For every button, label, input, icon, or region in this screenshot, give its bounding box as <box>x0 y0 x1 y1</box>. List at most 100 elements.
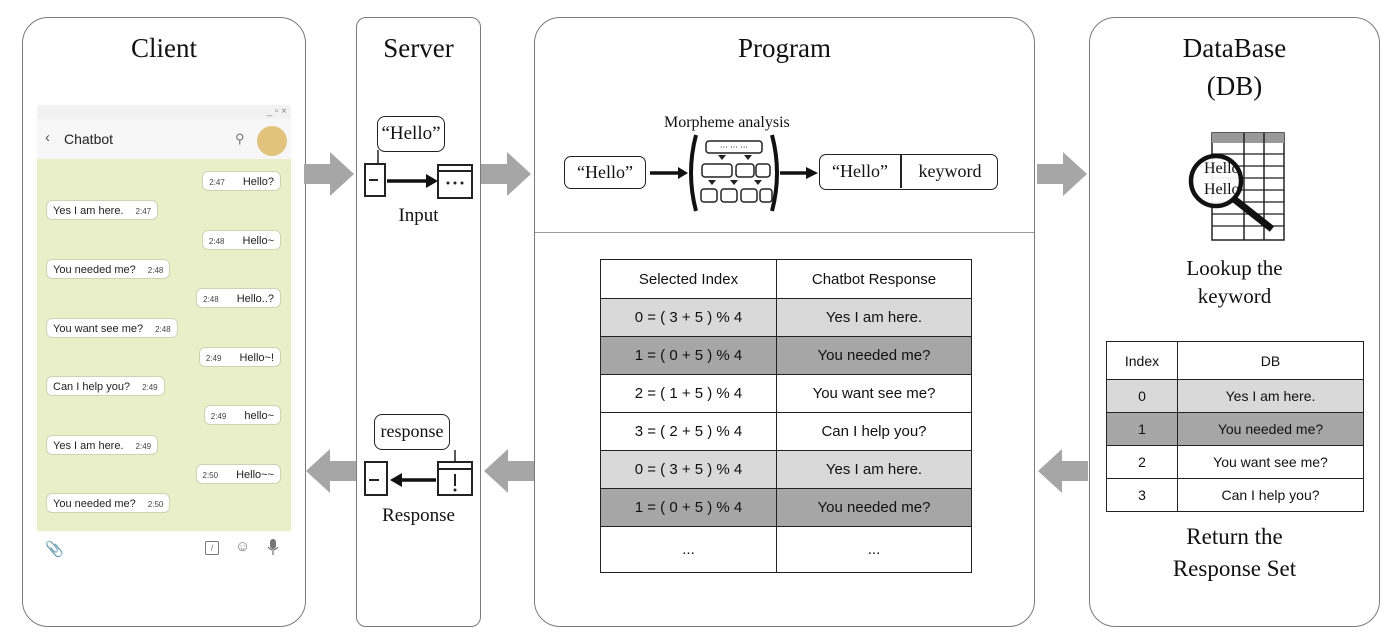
message-text: Yes I am here. <box>53 439 124 452</box>
back-icon[interactable]: ‹ <box>45 129 50 146</box>
message-time: 2:47 <box>209 178 225 187</box>
response-label: Response <box>382 505 455 526</box>
message-text: Can I help you? <box>53 381 131 394</box>
response-bubble-text: response <box>380 421 444 441</box>
morpheme-label: Morpheme analysis <box>664 114 790 131</box>
message-time: 2:48 <box>147 265 164 275</box>
chat-message-me: 2:47 Hello? <box>202 171 281 191</box>
output-token-box: “Hello” keyword <box>819 154 998 190</box>
chat-message-me: 2:49 hello~ <box>203 405 281 426</box>
arrow-db-to-program <box>1038 449 1088 493</box>
db-value-cell: Can I help you? <box>1177 478 1364 512</box>
output-divider <box>900 155 902 188</box>
arrow-program-to-db <box>1037 152 1087 196</box>
input-icons <box>364 150 473 199</box>
chat-header: ‹ Chatbot ⚲ <box>37 119 291 159</box>
program-title: Program <box>738 33 831 63</box>
output-keyword: keyword <box>918 161 982 181</box>
attach-icon[interactable]: 📎 <box>45 541 64 558</box>
selection-table: Selected Index Chatbot Response 0 = ( 3 … <box>600 259 972 573</box>
chat-window: _ ▫ × ‹ Chatbot ⚲ 2:47 Hello? Yes I am her… <box>37 105 291 569</box>
input-bubble-text: “Hello” <box>381 123 441 144</box>
avatar[interactable] <box>257 126 287 156</box>
database-panel: DataBase (DB) <box>1089 17 1380 627</box>
sticker-icon[interactable]: / <box>205 541 219 555</box>
db-index-cell: 3 <box>1106 478 1178 512</box>
db-value-cell: You needed me? <box>1177 412 1364 446</box>
message-text: Hello~! <box>239 351 274 364</box>
selection-index-cell: 2 = ( 1 + 5 ) % 4 <box>600 374 777 413</box>
message-text: hello~ <box>244 410 274 423</box>
message-text: Hello~~ <box>236 469 274 481</box>
magnifier-text-1: Hello <box>1204 160 1240 177</box>
return-line1: Return the <box>1186 524 1283 549</box>
message-time: 2:48 <box>155 324 171 334</box>
lookup-line2: keyword <box>1197 284 1272 308</box>
db-index-cell: 1 <box>1106 412 1178 446</box>
microphone-icon[interactable] <box>267 538 279 561</box>
db-value-cell: You want see me? <box>1177 445 1364 479</box>
response-bubble: response <box>374 414 450 450</box>
message-time: 2:49 <box>205 353 222 363</box>
svg-text:··· ··· ···: ··· ··· ··· <box>720 143 748 152</box>
selection-index-cell: 0 = ( 3 + 5 ) % 4 <box>600 450 777 489</box>
input-label: Input <box>398 205 439 226</box>
message-time: 2:48 <box>208 236 225 246</box>
message-time: 2:48 <box>203 295 219 305</box>
selection-response-cell: You needed me? <box>776 488 972 527</box>
input-token: “Hello” <box>564 156 646 189</box>
selection-index-cell: 0 = ( 3 + 5 ) % 4 <box>600 298 777 337</box>
window-control-buttons[interactable]: _ ▫ × <box>266 106 287 117</box>
server-title: Server <box>383 33 454 63</box>
morpheme-diagram: ··· ··· ··· <box>650 134 818 212</box>
search-icon[interactable]: ⚲ <box>235 131 245 146</box>
selection-response-cell: Yes I am here. <box>776 298 972 337</box>
server-panel: Server <box>356 17 481 627</box>
selection-index-cell: ... <box>600 526 777 573</box>
chat-message-me: 2:49 Hello~! <box>198 346 281 367</box>
arrow-server-to-client <box>306 449 356 493</box>
emoji-icon[interactable]: ☺ <box>235 538 251 555</box>
db-title-line2: (DB) <box>1206 71 1263 101</box>
selection-response-cell: You needed me? <box>776 336 972 375</box>
db-index-cell: 2 <box>1106 445 1178 479</box>
message-text: You needed me? <box>53 263 136 276</box>
arrow-program-to-server <box>484 449 534 493</box>
message-time: 2:50 <box>147 500 164 510</box>
selection-index-cell: 3 = ( 2 + 5 ) % 4 <box>600 412 777 451</box>
output-token: “Hello” <box>832 161 888 181</box>
response-icons <box>364 450 473 496</box>
arrow-server-to-program <box>481 152 531 196</box>
arrow-client-to-server <box>304 152 354 196</box>
message-time: 2:49 <box>142 383 158 393</box>
return-line2: Response Set <box>1172 556 1297 581</box>
selection-header-response: Chatbot Response <box>776 259 972 299</box>
chat-title: Chatbot <box>64 131 114 147</box>
message-text: Hello? <box>242 176 274 188</box>
message-text: You want see me? <box>53 322 144 335</box>
db-index-cell: 0 <box>1106 379 1178 413</box>
chat-message-you: You needed me?2:50 <box>46 493 171 514</box>
selection-header-index: Selected Index <box>600 259 777 299</box>
message-time: 2:49 <box>210 412 227 422</box>
selection-row: ...... <box>600 526 972 573</box>
message-time: 2:47 <box>135 207 152 217</box>
selection-index-cell: 1 = ( 0 + 5 ) % 4 <box>600 336 777 375</box>
db-value-cell: Yes I am here. <box>1177 379 1364 413</box>
selection-response-cell: You want see me? <box>776 374 972 413</box>
chat-message-you: You needed me? 2:48 <box>46 258 171 279</box>
message-time: 2:49 <box>135 441 152 451</box>
